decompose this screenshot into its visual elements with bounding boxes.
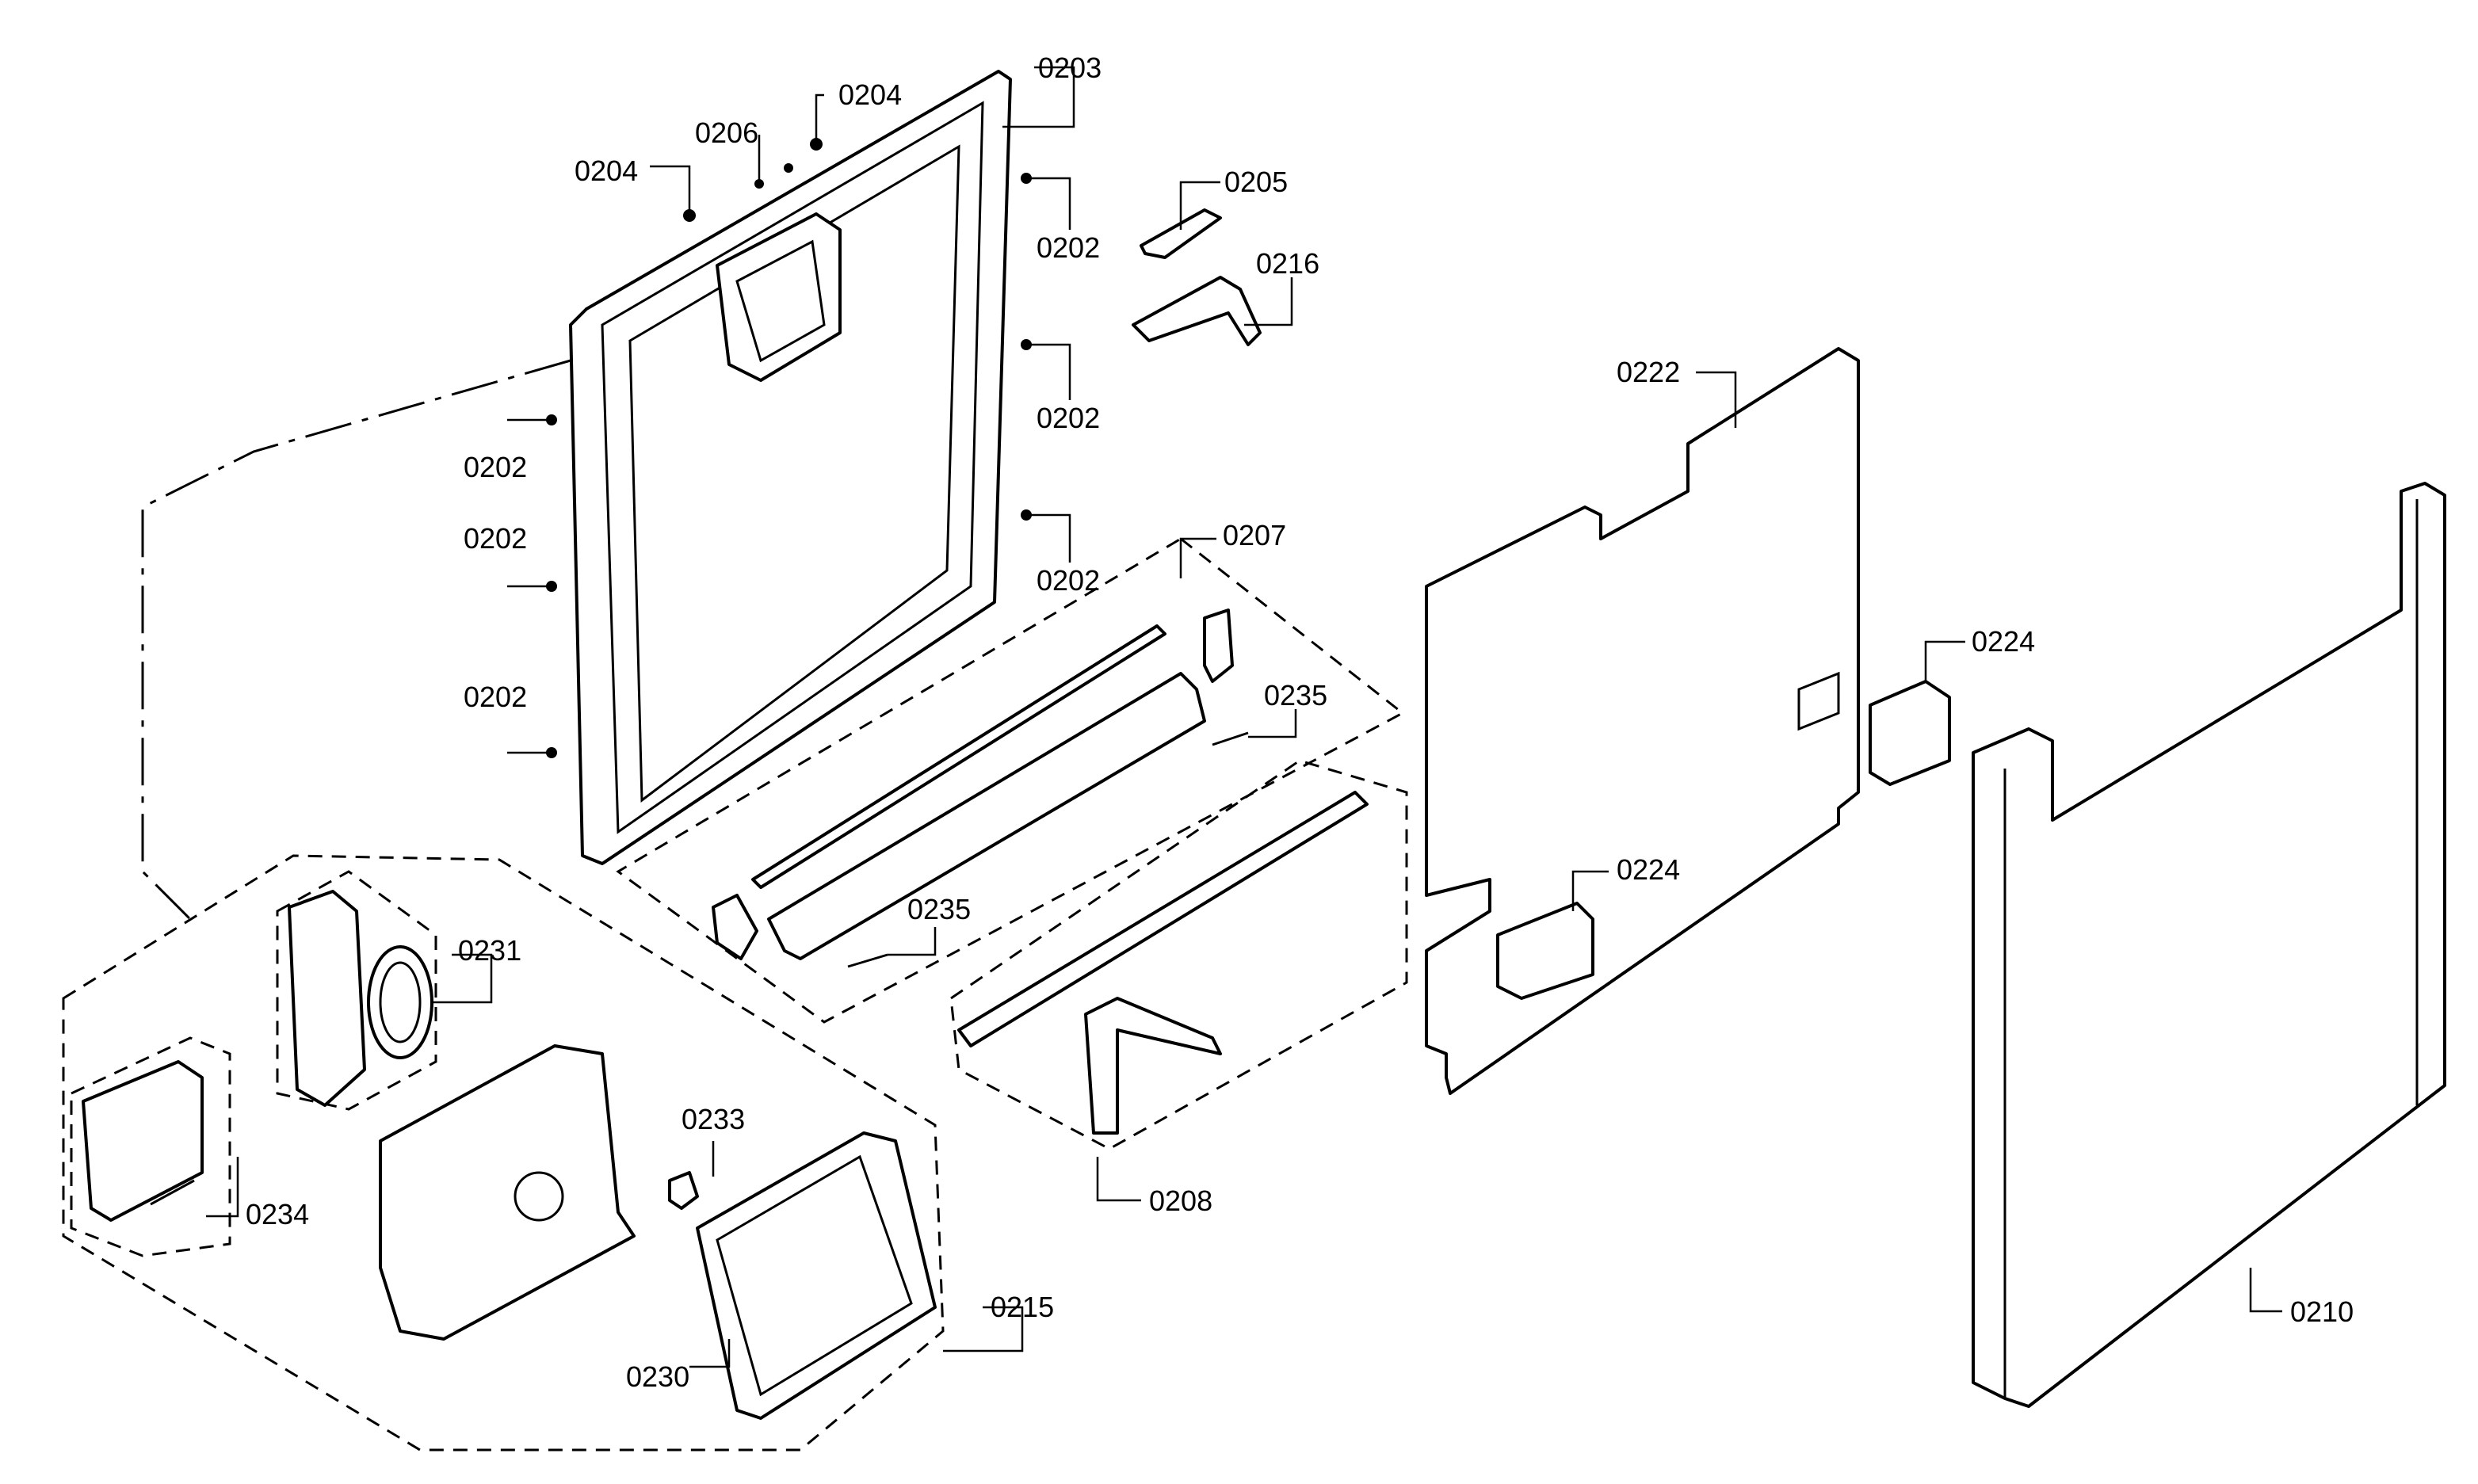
label-0202-left-1: 0202 (464, 451, 527, 483)
label-0202-right-3: 0202 (1037, 564, 1100, 597)
inner-door-frame (569, 70, 1012, 865)
label-0202-right-2: 0202 (1037, 402, 1100, 434)
part-labels: 0203 0204 0206 0204 0202 0202 0202 0202 … (246, 52, 2354, 1393)
label-0208: 0208 (1149, 1185, 1212, 1217)
label-0202-left-3: 0202 (464, 681, 527, 713)
label-0233: 0233 (682, 1103, 745, 1135)
label-0203: 0203 (1038, 52, 1102, 84)
label-0235-lower: 0235 (907, 893, 971, 925)
label-0235-upper: 0235 (1264, 679, 1327, 711)
label-0234: 0234 (246, 1198, 309, 1230)
hinge-bracket-0216 (1132, 276, 1262, 346)
label-0202-left-2: 0202 (464, 522, 527, 555)
label-0204-left: 0204 (575, 155, 638, 187)
label-0210: 0210 (2290, 1295, 2354, 1328)
outer-door-panel (1972, 482, 2446, 1408)
assembly-0215 (62, 359, 945, 1452)
clip-0224-right (1869, 680, 1951, 786)
hinge-bracket-0205 (1140, 208, 1222, 259)
label-0207: 0207 (1223, 519, 1286, 551)
label-0231: 0231 (458, 934, 521, 967)
label-0224-right: 0224 (1972, 625, 2035, 658)
leader-lines (206, 66, 2282, 1368)
label-0215: 0215 (991, 1291, 1054, 1323)
label-0205: 0205 (1224, 166, 1288, 198)
label-0224-left: 0224 (1617, 853, 1680, 886)
label-0206: 0206 (695, 116, 758, 149)
label-0216: 0216 (1256, 247, 1319, 280)
label-0202-right-1: 0202 (1037, 231, 1100, 264)
insulation-panel (1425, 347, 1860, 1095)
label-0222: 0222 (1617, 356, 1680, 388)
label-0230: 0230 (626, 1360, 689, 1393)
clip-0224-left (1496, 902, 1594, 1000)
label-0204-top: 0204 (838, 78, 902, 111)
assembly-0207 (616, 537, 1405, 1024)
assembly-0208 (949, 759, 1408, 1150)
